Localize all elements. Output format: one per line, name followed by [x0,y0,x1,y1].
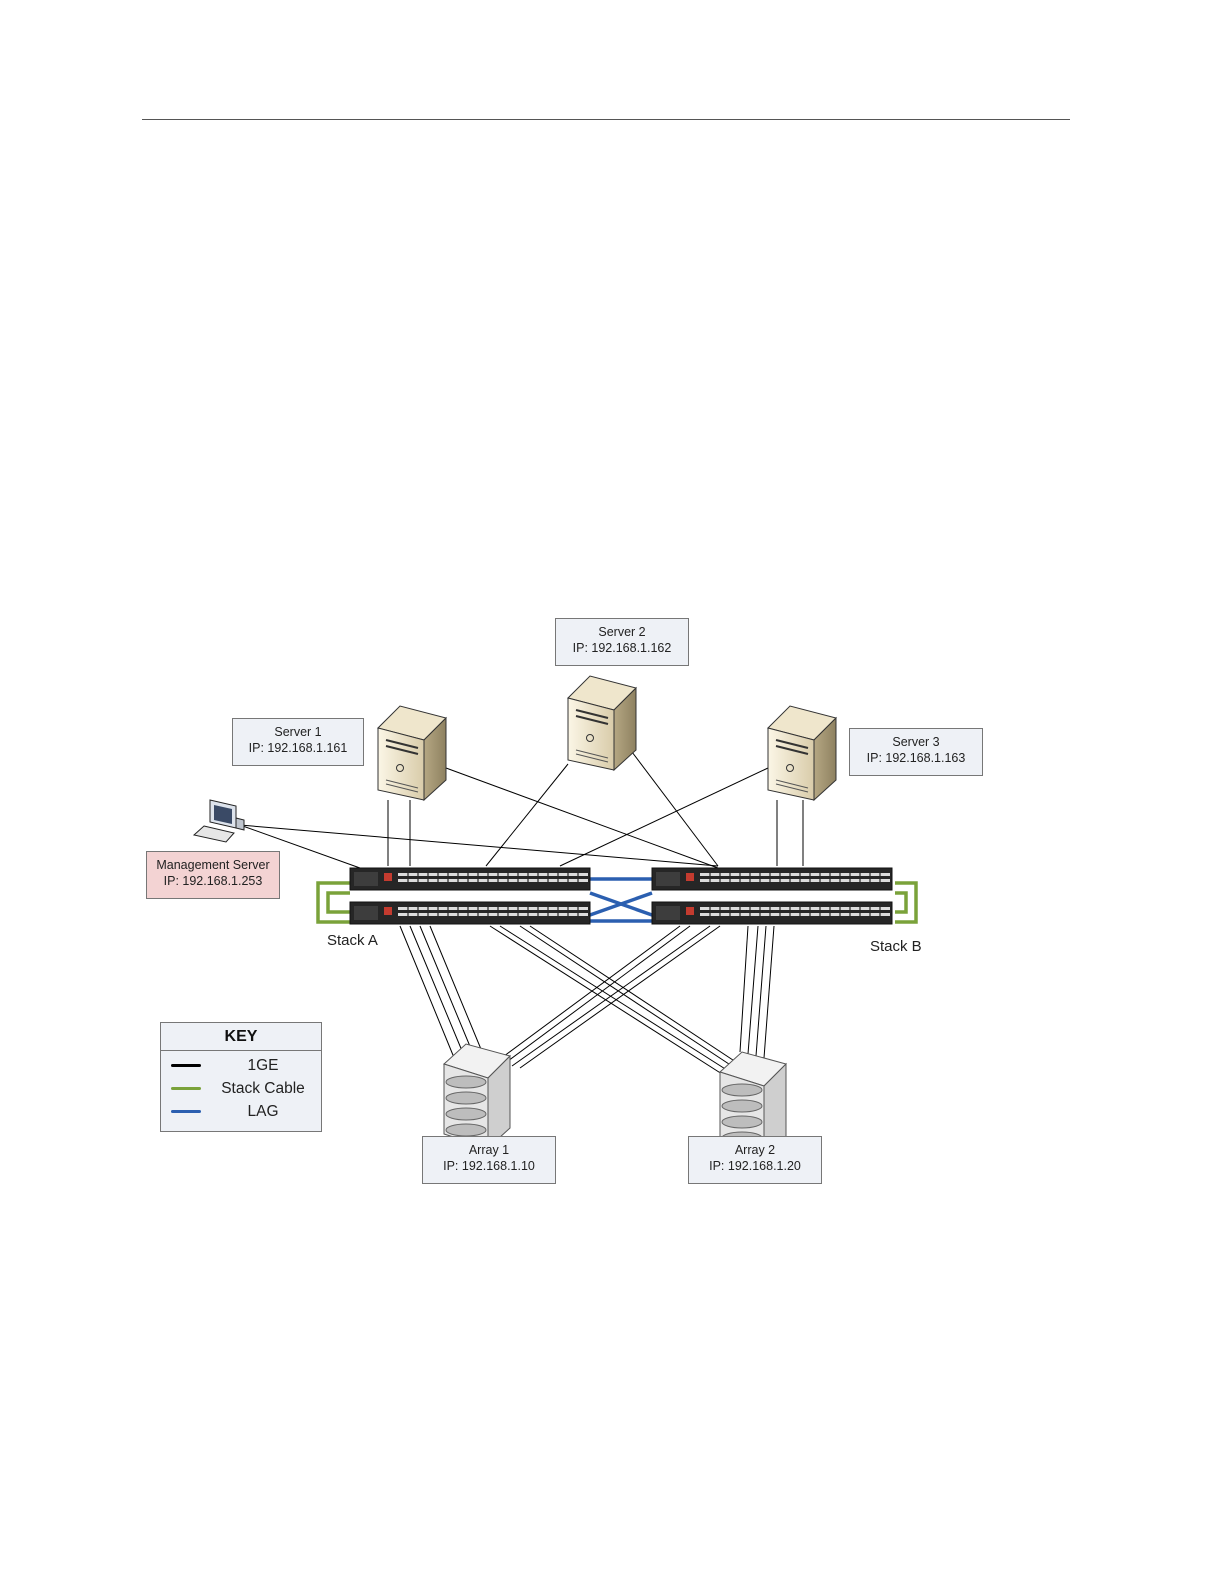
server-2-icon [568,676,636,770]
array-1-ip: IP: 192.168.1.10 [423,1159,555,1175]
server-3-label: Server 3 IP: 192.168.1.163 [849,728,983,776]
server-2-label: Server 2 IP: 192.168.1.162 [555,618,689,666]
server-1-ip: IP: 192.168.1.161 [233,741,363,757]
array-1-name: Array 1 [423,1143,555,1159]
array-2-label: Array 2 IP: 192.168.1.20 [688,1136,822,1184]
array-2-name: Array 2 [689,1143,821,1159]
legend-swatch-lag [171,1110,201,1113]
management-server-label: Management Server IP: 192.168.1.253 [146,851,280,899]
server-1-icon [378,706,446,800]
legend-label-stack-cable: Stack Cable [211,1080,315,1098]
server-1-label: Server 1 IP: 192.168.1.161 [232,718,364,766]
server-2-name: Server 2 [556,625,688,641]
stack-a-label: Stack A [327,932,378,949]
legend-key: KEY 1GE Stack Cable LAG [160,1022,322,1132]
stack-b-switch-bottom [652,902,892,924]
stack-a-switch-top [350,868,590,890]
legend-label-1ge: 1GE [211,1057,315,1075]
array-1-label: Array 1 IP: 192.168.1.10 [422,1136,556,1184]
array-1-icon [444,1044,510,1148]
server-2-ip: IP: 192.168.1.162 [556,641,688,657]
management-computer-icon [194,800,244,842]
lag-links [590,879,652,921]
server-3-ip: IP: 192.168.1.163 [850,751,982,767]
stack-b-switch-top [652,868,892,890]
management-server-ip: IP: 192.168.1.253 [147,874,279,890]
stack-b-label: Stack B [870,938,922,955]
stack-a-switch-bottom [350,902,590,924]
server-3-icon [768,706,836,800]
server-1-name: Server 1 [233,725,363,741]
array-2-ip: IP: 192.168.1.20 [689,1159,821,1175]
management-server-name: Management Server [147,858,279,874]
legend-item-stack-cable: Stack Cable [161,1077,321,1100]
legend-label-lag: LAG [211,1103,315,1121]
legend-title: KEY [161,1023,321,1051]
server-3-name: Server 3 [850,735,982,751]
legend-item-1ge: 1GE [161,1054,321,1077]
legend-swatch-1ge [171,1064,201,1067]
legend-swatch-stack-cable [171,1087,201,1090]
legend-item-lag: LAG [161,1100,321,1123]
